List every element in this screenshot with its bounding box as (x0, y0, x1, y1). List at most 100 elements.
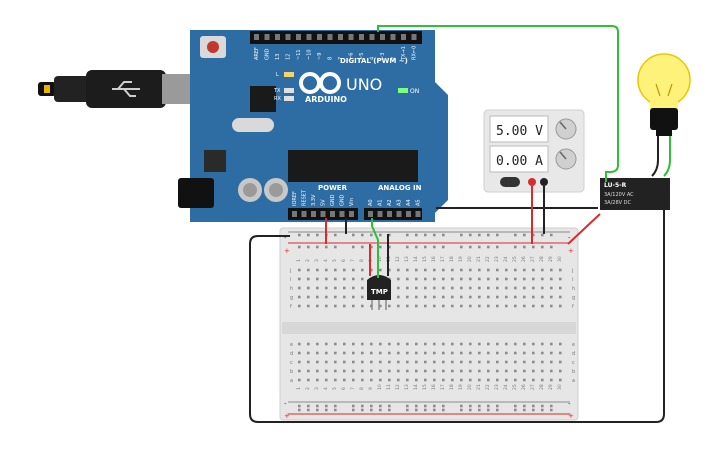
breadboard[interactable]: + - + - + - + - 112233445566778899101011… (279, 227, 579, 421)
header-pin[interactable] (377, 211, 383, 217)
breadboard-hole[interactable] (379, 351, 382, 355)
breadboard-hole[interactable] (352, 245, 355, 249)
wire-red-relay-rail[interactable] (567, 213, 601, 245)
header-pin[interactable] (396, 211, 402, 217)
breadboard-hole[interactable] (487, 369, 490, 373)
breadboard-hole[interactable] (451, 304, 454, 308)
breadboard-hole[interactable] (406, 277, 409, 281)
breadboard-hole[interactable] (316, 404, 319, 408)
breadboard-hole[interactable] (415, 408, 418, 412)
breadboard-hole[interactable] (496, 404, 499, 408)
breadboard-hole[interactable] (505, 360, 508, 364)
breadboard-hole[interactable] (343, 304, 346, 308)
breadboard-hole[interactable] (361, 304, 364, 308)
breadboard-hole[interactable] (460, 304, 463, 308)
breadboard-hole[interactable] (298, 245, 301, 249)
breadboard-hole[interactable] (433, 268, 436, 272)
breadboard-hole[interactable] (352, 277, 355, 281)
breadboard-hole[interactable] (406, 295, 409, 299)
breadboard-hole[interactable] (397, 277, 400, 281)
breadboard-hole[interactable] (415, 404, 418, 408)
header-pin[interactable] (301, 211, 307, 217)
breadboard-hole[interactable] (316, 369, 319, 373)
breadboard-hole[interactable] (325, 277, 328, 281)
breadboard-hole[interactable] (478, 404, 481, 408)
breadboard-hole[interactable] (523, 408, 526, 412)
breadboard-hole[interactable] (406, 360, 409, 364)
breadboard-hole[interactable] (307, 277, 310, 281)
breadboard-hole[interactable] (559, 342, 562, 346)
breadboard-hole[interactable] (361, 378, 364, 382)
breadboard-hole[interactable] (298, 268, 301, 272)
breadboard-hole[interactable] (316, 245, 319, 249)
breadboard-hole[interactable] (388, 342, 391, 346)
breadboard-hole[interactable] (424, 351, 427, 355)
breadboard-hole[interactable] (523, 404, 526, 408)
breadboard-hole[interactable] (379, 360, 382, 364)
header-pin[interactable] (285, 34, 291, 40)
breadboard-hole[interactable] (334, 404, 337, 408)
breadboard-hole[interactable] (442, 268, 445, 272)
breadboard-hole[interactable] (343, 277, 346, 281)
header-pin[interactable] (406, 211, 411, 217)
breadboard-hole[interactable] (469, 408, 472, 412)
breadboard-hole[interactable] (532, 378, 535, 382)
breadboard-hole[interactable] (334, 304, 337, 308)
breadboard-hole[interactable] (442, 277, 445, 281)
breadboard-hole[interactable] (307, 408, 310, 412)
breadboard-hole[interactable] (406, 369, 409, 373)
header-pin[interactable] (264, 34, 270, 40)
breadboard-hole[interactable] (550, 268, 553, 272)
light-bulb[interactable] (637, 53, 691, 136)
negative-terminal[interactable] (540, 178, 548, 186)
breadboard-hole[interactable] (343, 286, 346, 290)
breadboard-hole[interactable] (442, 360, 445, 364)
tmp-sensor[interactable]: TMP (367, 275, 391, 310)
breadboard-hole[interactable] (433, 233, 436, 237)
breadboard-hole[interactable] (352, 369, 355, 373)
breadboard-hole[interactable] (433, 351, 436, 355)
breadboard-hole[interactable] (487, 245, 490, 249)
breadboard-hole[interactable] (442, 286, 445, 290)
breadboard-hole[interactable] (478, 245, 481, 249)
breadboard-hole[interactable] (559, 351, 562, 355)
breadboard-hole[interactable] (388, 378, 391, 382)
breadboard-hole[interactable] (325, 408, 328, 412)
wire-green-d5-relay[interactable] (377, 25, 619, 182)
breadboard-hole[interactable] (406, 342, 409, 346)
breadboard-hole[interactable] (559, 360, 562, 364)
breadboard-hole[interactable] (550, 369, 553, 373)
breadboard-hole[interactable] (532, 351, 535, 355)
breadboard-hole[interactable] (496, 360, 499, 364)
breadboard-hole[interactable] (559, 378, 562, 382)
breadboard-hole[interactable] (514, 268, 517, 272)
header-pin[interactable] (311, 211, 316, 217)
breadboard-hole[interactable] (433, 408, 436, 412)
breadboard-hole[interactable] (460, 408, 463, 412)
breadboard-hole[interactable] (388, 304, 391, 308)
header-pin[interactable] (380, 34, 385, 40)
header-pin[interactable] (296, 34, 301, 40)
breadboard-hole[interactable] (478, 408, 481, 412)
breadboard-hole[interactable] (541, 304, 544, 308)
breadboard-hole[interactable] (469, 351, 472, 355)
breadboard-hole[interactable] (460, 351, 463, 355)
breadboard-hole[interactable] (424, 304, 427, 308)
breadboard-hole[interactable] (379, 304, 382, 308)
breadboard-hole[interactable] (523, 369, 526, 373)
breadboard-hole[interactable] (352, 360, 355, 364)
header-pin[interactable] (348, 34, 354, 40)
breadboard-hole[interactable] (379, 342, 382, 346)
wire-black-loop[interactable] (249, 210, 665, 423)
breadboard-hole[interactable] (532, 304, 535, 308)
breadboard-hole[interactable] (532, 233, 535, 237)
breadboard-hole[interactable] (478, 342, 481, 346)
wire-green-bulb-relay[interactable] (663, 136, 671, 177)
breadboard-hole[interactable] (334, 286, 337, 290)
breadboard-holes[interactable] (298, 233, 562, 412)
breadboard-hole[interactable] (397, 268, 400, 272)
breadboard-hole[interactable] (469, 404, 472, 408)
breadboard-hole[interactable] (460, 369, 463, 373)
breadboard-hole[interactable] (496, 369, 499, 373)
breadboard-hole[interactable] (424, 408, 427, 412)
